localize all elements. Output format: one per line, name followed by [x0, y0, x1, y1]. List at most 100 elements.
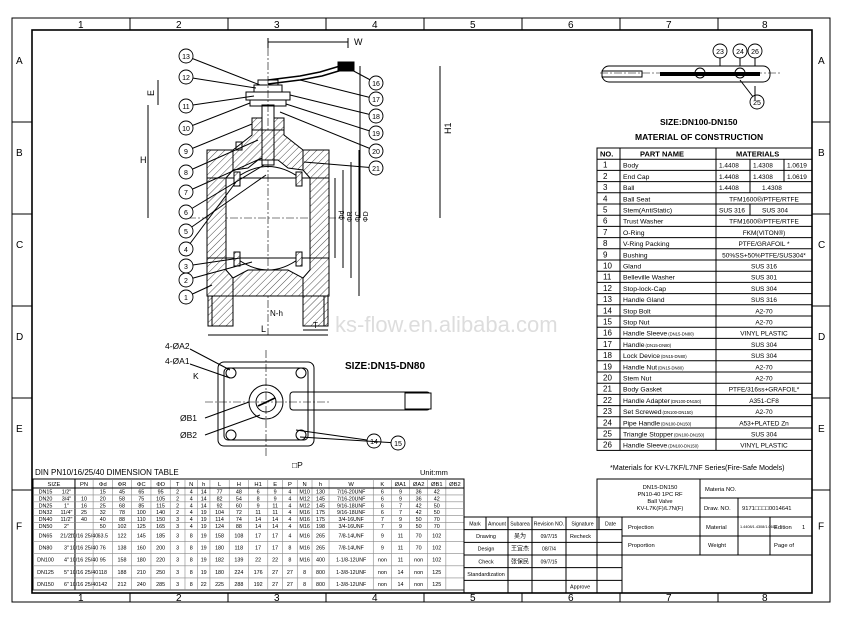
dim-E: E — [146, 90, 156, 96]
revision-row-label: Design — [478, 547, 495, 553]
dim-table-cell: 108 — [234, 534, 243, 540]
dim-table-cell: 104 — [215, 510, 224, 516]
part-balloon — [178, 120, 194, 136]
dim-table-cell: 4 — [288, 534, 291, 540]
row-marker: B — [818, 148, 825, 159]
dim-table-cell: 8 — [190, 546, 193, 552]
part-balloon-number: 12 — [182, 75, 190, 82]
materials-row-mat: VINYL PLASTIC — [740, 331, 788, 338]
dim-table-cell: 3/4" — [62, 496, 71, 502]
dim-table-cell: 6 — [381, 510, 384, 516]
dim-table-cell: 75 — [138, 496, 144, 502]
materials-head-mat: MATERIALS — [736, 150, 779, 159]
materials-row-no: 24 — [603, 418, 612, 427]
dim-table-header: h — [319, 482, 322, 488]
dim-table-cell: 19 — [201, 558, 207, 564]
materials-row-no: 10 — [603, 262, 612, 271]
dim-H1: H1 — [443, 122, 453, 134]
dim-table-cell: 60 — [236, 503, 242, 509]
dim-table-cell: 9/16-18UNF — [337, 510, 365, 516]
materials-row-part: Stem(AntiStatic) — [623, 208, 672, 215]
dim-table-header: P — [288, 482, 292, 488]
part-balloon — [368, 75, 384, 91]
materials-row-mat: 1.4308 — [753, 174, 773, 181]
dim-table-cell: 115 — [156, 503, 165, 509]
materials-row-no: 17 — [603, 340, 612, 349]
dim-table-cell: 27 — [287, 582, 293, 588]
materials-row-part: Bushing — [623, 252, 648, 259]
dim-table-header: ØA2 — [413, 482, 425, 488]
revision-approve: Approve — [570, 585, 590, 591]
dim-table-cell: 40 — [81, 517, 87, 523]
dim-table-cell: 125 — [432, 582, 441, 588]
dim-table-cell: 17 — [272, 534, 278, 540]
part-balloon-number: 5 — [184, 229, 188, 236]
dim-table-cell: 2 — [176, 496, 179, 502]
dim-table-cell: 4 — [190, 496, 193, 502]
dim-table-cell: 77 — [217, 489, 223, 495]
part-balloon — [178, 98, 194, 114]
part-balloon-number: 13 — [182, 54, 190, 61]
materials-row-mat: SUS 304 — [751, 342, 777, 349]
dim-table-cell: 160 — [137, 546, 146, 552]
dim-table-cell: 158 — [118, 558, 127, 564]
dim-table-cell: 50 — [100, 524, 106, 530]
row-marker: D — [818, 332, 825, 343]
column-marker: 6 — [568, 20, 574, 31]
dim-table-header: H — [237, 482, 241, 488]
dim-table-cell: 122 — [118, 534, 127, 540]
dim-table-cell: non — [378, 582, 387, 588]
materials-head-part: PART NAME — [640, 150, 684, 159]
dim-table-cell: 50 — [434, 503, 440, 509]
dim-table-cell: 1-1/8-12UNF — [336, 558, 366, 564]
dim-table-cell: 54 — [236, 496, 242, 502]
dim-table-cell: non — [378, 570, 387, 576]
dim-table-cell: 3 — [176, 524, 179, 530]
materials-row-part: Stop Nut — [623, 320, 650, 327]
dim-table-cell: 11 — [398, 558, 404, 564]
part-balloon — [747, 43, 763, 59]
dim-table-cell: 11/2" — [60, 517, 72, 523]
column-marker: 8 — [762, 593, 768, 604]
materials-row-no: 14 — [603, 306, 612, 315]
dim-table-cell: DN40 — [39, 517, 53, 523]
dim-table-cell: DN100 — [37, 558, 54, 564]
materials-row-part: O-Ring — [623, 230, 645, 237]
dim-table-cell: 19 — [201, 524, 207, 530]
dim-table-cell: 4 — [288, 524, 291, 530]
dim-table-title: DIN PN10/16/25/40 DIMENSION TABLE — [35, 468, 179, 477]
dim-table-cell: 138 — [118, 546, 127, 552]
dim-table-cell: 2" — [64, 524, 69, 530]
dim-table-cell: 9 — [399, 496, 402, 502]
title-desc-line: DN15-DN150 — [643, 485, 678, 491]
part-balloon-number: 8 — [184, 170, 188, 177]
dim-table-cell: 20 — [100, 496, 106, 502]
dim-table-cell: 800 — [316, 570, 325, 576]
revision-head: Mark — [469, 521, 481, 527]
dim-table-cell: M10 — [299, 489, 310, 495]
dim-table-cell: 8 — [303, 570, 306, 576]
dim-table-cell: 8 — [190, 534, 193, 540]
dim-table-cell: 7 — [381, 517, 384, 523]
materials-row-no: 26 — [603, 441, 612, 450]
dim-table-header: ØA1 — [395, 482, 407, 488]
revision-row-label: Drawing — [476, 534, 496, 540]
dim-table-cell: 4 — [190, 517, 193, 523]
dim-table-cell: 3 — [176, 534, 179, 540]
dim-table-cell: 11 — [255, 510, 261, 516]
dim-table-cell: 42 — [434, 496, 440, 502]
row-marker: F — [818, 522, 824, 533]
dim-table-cell: 7/16-20UNF — [337, 489, 365, 495]
part-balloon — [178, 272, 194, 288]
dim-table-cell: 4 — [190, 503, 193, 509]
dim-table-cell: 9 — [381, 546, 384, 552]
dim-table-cell: 14 — [201, 503, 207, 509]
dim-table-cell: 210 — [137, 570, 146, 576]
materials-row-no: 18 — [603, 351, 612, 360]
column-marker: 4 — [372, 593, 378, 604]
dim-table-cell: 225 — [215, 582, 224, 588]
dim-table-cell: 48 — [236, 489, 242, 495]
part-balloon-number: 14 — [370, 439, 378, 446]
part-balloon — [178, 241, 194, 257]
dim-table-cell: M16 — [299, 524, 310, 530]
